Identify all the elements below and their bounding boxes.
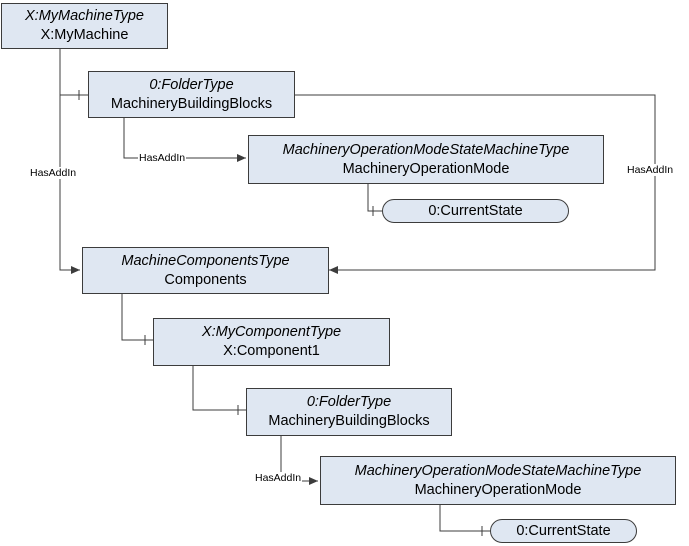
hasaddin-label: HasAddIn <box>254 472 303 484</box>
hascomponent-machine-to-blocks <box>59 48 88 96</box>
node-name-label: MachineryOperationMode <box>342 160 510 177</box>
node-type-label: X:MyMachineType <box>25 8 144 24</box>
hasaddin-label: HasAddIn <box>138 152 187 164</box>
hasaddin-blocks-to-opmode <box>123 118 246 162</box>
hasaddin-blocks-to-components <box>295 94 656 274</box>
operation-mode-node[interactable]: MachineryOperationModeStateMachineType M… <box>248 135 604 184</box>
node-type-label: 0:FolderType <box>149 76 234 93</box>
hascomponent-component-opmode-to-currentstate <box>439 505 490 532</box>
component-building-blocks-node[interactable]: 0:FolderType MachineryBuildingBlocks <box>246 388 452 436</box>
node-type-label: X:MyComponentType <box>201 324 342 340</box>
components-node[interactable]: MachineComponentsType Components <box>82 247 329 294</box>
node-type-label: MachineryOperationModeStateMachineType <box>282 141 570 158</box>
node-name-label: MachineryBuildingBlocks <box>110 95 273 112</box>
node-name-label: X:MyMachine <box>40 27 129 43</box>
hasaddin-label: HasAddIn <box>29 167 78 179</box>
hascomponent-component1-to-blocks <box>192 366 246 411</box>
node-name-label: MachineryOperationMode <box>414 481 582 498</box>
node-name-label: X:Component1 <box>223 343 320 359</box>
node-name-label: Components <box>164 271 247 288</box>
node-type-label: MachineryOperationModeStateMachineType <box>354 462 642 479</box>
node-name-label: MachineryBuildingBlocks <box>268 413 430 429</box>
component-current-state-variable[interactable]: 0:CurrentState <box>490 519 637 543</box>
component-operation-mode-node[interactable]: MachineryOperationModeStateMachineType M… <box>320 456 676 505</box>
hasaddin-label: HasAddIn <box>626 164 675 176</box>
hasaddin-machine-to-components <box>59 95 80 274</box>
building-blocks-node[interactable]: 0:FolderType MachineryBuildingBlocks <box>88 71 295 118</box>
hascomponent-opmode-to-currentstate <box>367 184 382 212</box>
machine-node[interactable]: X:MyMachineType X:MyMachine <box>1 3 168 49</box>
current-state-variable[interactable]: 0:CurrentState <box>382 199 569 223</box>
component1-node[interactable]: X:MyComponentType X:Component1 <box>153 318 390 366</box>
node-type-label: 0:FolderType <box>306 394 392 410</box>
hascomponent-components-to-component1 <box>121 294 153 341</box>
node-type-label: MachineComponentsType <box>121 252 290 269</box>
